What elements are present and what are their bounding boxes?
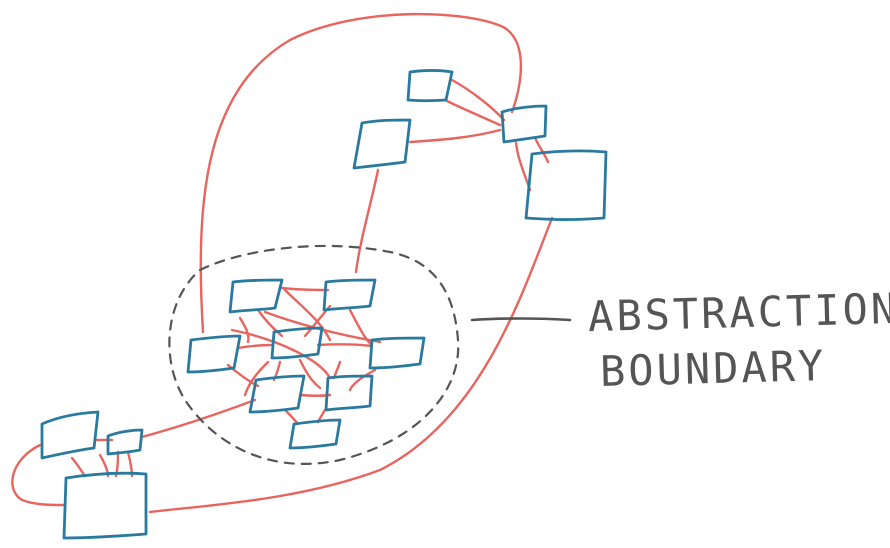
link-mesh-15 xyxy=(243,360,270,397)
link-mesh-2 xyxy=(256,308,284,338)
link-bl-6 xyxy=(140,398,257,439)
link-lower-arc xyxy=(148,216,554,514)
box-top-mid xyxy=(500,104,548,144)
box-bl-big xyxy=(62,471,148,540)
box-top-small xyxy=(406,69,454,103)
box-inner-6 xyxy=(248,374,306,414)
abstraction-boundary-outline xyxy=(168,244,460,465)
link-mesh-7 xyxy=(316,343,374,348)
box-inner-2 xyxy=(322,278,377,312)
box-inner-3 xyxy=(186,334,242,374)
box-big-right xyxy=(524,149,608,221)
link-bl-loop xyxy=(11,443,66,507)
link-top-a xyxy=(408,128,502,144)
box-upper-left xyxy=(352,118,412,170)
box-bl-2 xyxy=(106,428,144,456)
boundary-label-line2: BOUNDARY xyxy=(599,341,827,396)
link-mesh-19 xyxy=(230,328,332,380)
link-mesh-6 xyxy=(236,343,274,350)
link-outer-loop xyxy=(199,12,523,334)
box-inner-1 xyxy=(228,278,284,314)
link-top-b xyxy=(450,78,506,122)
link-inner-to-upper xyxy=(354,168,380,274)
link-mesh-1 xyxy=(280,286,330,292)
component-boxes xyxy=(40,69,608,540)
link-mesh-17 xyxy=(283,288,332,342)
box-inner-5 xyxy=(368,336,426,370)
link-mesh-3 xyxy=(238,316,250,344)
box-inner-8 xyxy=(288,418,342,450)
box-bl-1 xyxy=(40,410,100,460)
link-bl-2 xyxy=(70,456,87,478)
connection-links xyxy=(11,12,554,514)
link-top-c xyxy=(443,98,502,127)
box-inner-4 xyxy=(270,326,324,360)
boundary-label-line1: ABSTRACTION xyxy=(587,283,890,342)
link-mesh-13 xyxy=(283,408,300,426)
link-top-e xyxy=(533,136,550,164)
link-mesh-18 xyxy=(348,368,377,392)
link-mesh-10 xyxy=(298,358,322,390)
boundary-leader-line xyxy=(470,317,572,322)
box-inner-7 xyxy=(324,374,374,412)
link-mesh-5 xyxy=(348,308,374,347)
